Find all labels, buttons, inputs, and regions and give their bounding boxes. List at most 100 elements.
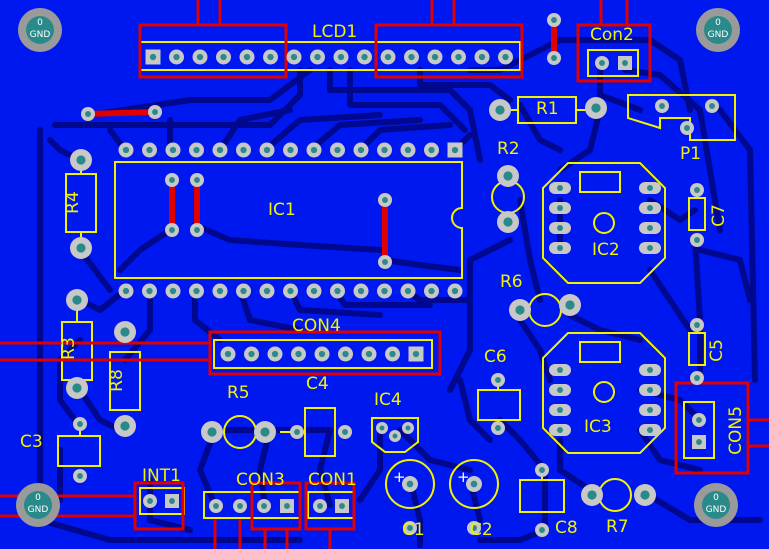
label-ic1: IC1 xyxy=(268,200,296,220)
con5-pin-drill xyxy=(696,439,702,445)
label-c8: C8 xyxy=(555,518,578,538)
mounting-holes xyxy=(16,8,740,527)
highlight-lcd-left xyxy=(138,23,288,79)
lcd1-pin-drill xyxy=(478,53,486,61)
ic3-pin-right-drill xyxy=(647,387,653,393)
c8-pin-drill xyxy=(539,527,545,533)
label-con2: Con2 xyxy=(590,25,634,45)
ic1-pin-top-drill xyxy=(240,146,247,154)
con4-pin-drill xyxy=(295,350,302,358)
mh-top-left-num: 0 xyxy=(37,18,43,28)
ic1-pin-bottom-drill xyxy=(287,287,294,295)
label-c1: C1 xyxy=(402,520,425,540)
highlight-con5 xyxy=(674,381,750,475)
ic1-pin-bottom-drill xyxy=(310,287,318,295)
lcd1-pin-drill xyxy=(290,53,298,61)
con5-pin-drill xyxy=(696,417,702,423)
jumper-pin-drill xyxy=(194,177,200,183)
ic1-pin-top-drill xyxy=(216,146,224,154)
lcd1-pin-drill xyxy=(502,53,509,61)
ic1-pin-top-drill xyxy=(169,146,177,154)
con4-pin-drill xyxy=(248,350,255,358)
con4-pin-drill xyxy=(342,350,349,358)
con1-pin-drill xyxy=(317,503,323,509)
label-c6: C6 xyxy=(484,347,507,367)
label-ic3: IC3 xyxy=(584,417,612,437)
label-r8: R8 xyxy=(106,369,127,392)
c1-polarity-mark: + xyxy=(393,468,406,486)
ic3-pin-right-drill xyxy=(647,427,653,433)
c7-pin-drill xyxy=(694,237,700,243)
label-c2: C2 xyxy=(470,520,493,540)
ic1-pin-bottom-drill xyxy=(146,287,153,295)
jumper-pin-drill xyxy=(169,227,175,233)
con4-pin-drill xyxy=(365,350,373,358)
label-ic2: IC2 xyxy=(592,240,620,260)
ic3-pin-right-drill xyxy=(647,367,653,373)
ic1-pin-top-drill xyxy=(334,146,341,154)
r3-pin-drill xyxy=(72,295,82,305)
ic3-pin-left-drill xyxy=(557,427,563,433)
label-r7: R7 xyxy=(606,517,629,537)
ic1-pin-top-drill xyxy=(122,146,130,154)
ic1-pin-bottom-drill xyxy=(216,287,224,295)
jumper-pin-drill xyxy=(551,17,557,23)
ic2-pin-left-drill xyxy=(557,245,563,251)
label-int1: INT1 xyxy=(142,466,181,486)
c3-pin-drill xyxy=(77,421,83,427)
label-r3: R3 xyxy=(58,337,79,360)
ic1-pin-top-drill xyxy=(404,146,412,154)
ic1-pin-top-drill xyxy=(451,146,459,154)
ic1-pin-top-drill xyxy=(428,146,435,154)
ic4-pin-drill xyxy=(379,425,385,431)
label-con4: CON4 xyxy=(292,316,341,336)
ic2-pin-right-drill xyxy=(647,185,653,191)
highlight-con3 xyxy=(250,481,302,531)
label-c3: C3 xyxy=(20,432,43,452)
mh-bottom-left-num: 0 xyxy=(35,493,41,503)
ic1-pin-top-drill xyxy=(357,146,365,154)
ic2-pin-left-drill xyxy=(557,185,563,191)
ic1-pin-top-drill xyxy=(381,146,388,154)
mh-bottom-right-label: GND xyxy=(705,505,727,515)
label-p1: P1 xyxy=(680,144,702,164)
jumper-pin-drill xyxy=(85,111,91,117)
c2-pin-drill xyxy=(470,480,478,488)
highlight-lcd-right xyxy=(374,23,524,79)
r6-pin-drill xyxy=(515,305,525,315)
mh-top-right-num: 0 xyxy=(715,18,721,28)
lcd1-pin-drill xyxy=(431,53,439,61)
label-r2: R2 xyxy=(497,139,520,159)
label-c7: C7 xyxy=(708,204,729,227)
r1-pin-drill xyxy=(591,103,601,113)
jumper-pin-drill xyxy=(169,177,175,183)
int1-pin-drill xyxy=(147,498,153,504)
ic1-pin-bottom-drill xyxy=(334,287,341,295)
c5-pin-drill xyxy=(694,375,700,381)
ic1-pin-bottom-drill xyxy=(381,287,388,295)
ic1-pin-bottom-drill xyxy=(451,287,459,295)
r2-pin-drill xyxy=(503,217,513,227)
lcd1-pin-drill xyxy=(149,53,157,61)
p1-pin-drill xyxy=(709,103,715,109)
c4-pin-drill xyxy=(342,429,348,435)
con4-pin-drill xyxy=(224,350,232,358)
lcd1-pin-drill xyxy=(220,53,227,61)
lcd1-pin-drill xyxy=(267,53,274,61)
ic1-pin-bottom-drill xyxy=(122,287,130,295)
ic2-pin-right-drill xyxy=(647,245,653,251)
ic2-pin-right-drill xyxy=(647,205,653,211)
r5-pin-drill xyxy=(207,427,217,437)
c3-pin-drill xyxy=(77,473,83,479)
highlight-int1 xyxy=(133,481,185,531)
ic3-pin-left-drill xyxy=(557,387,563,393)
ic3-pin-left-drill xyxy=(557,407,563,413)
lcd1-pin-drill xyxy=(337,53,345,61)
r1-pin-drill xyxy=(495,105,505,115)
label-c5: C5 xyxy=(706,339,727,362)
ic1-pin-top-drill xyxy=(287,146,294,154)
con1-pin-drill xyxy=(339,503,345,509)
label-con5: CON5 xyxy=(725,406,746,455)
c6-pin-drill xyxy=(495,425,501,431)
